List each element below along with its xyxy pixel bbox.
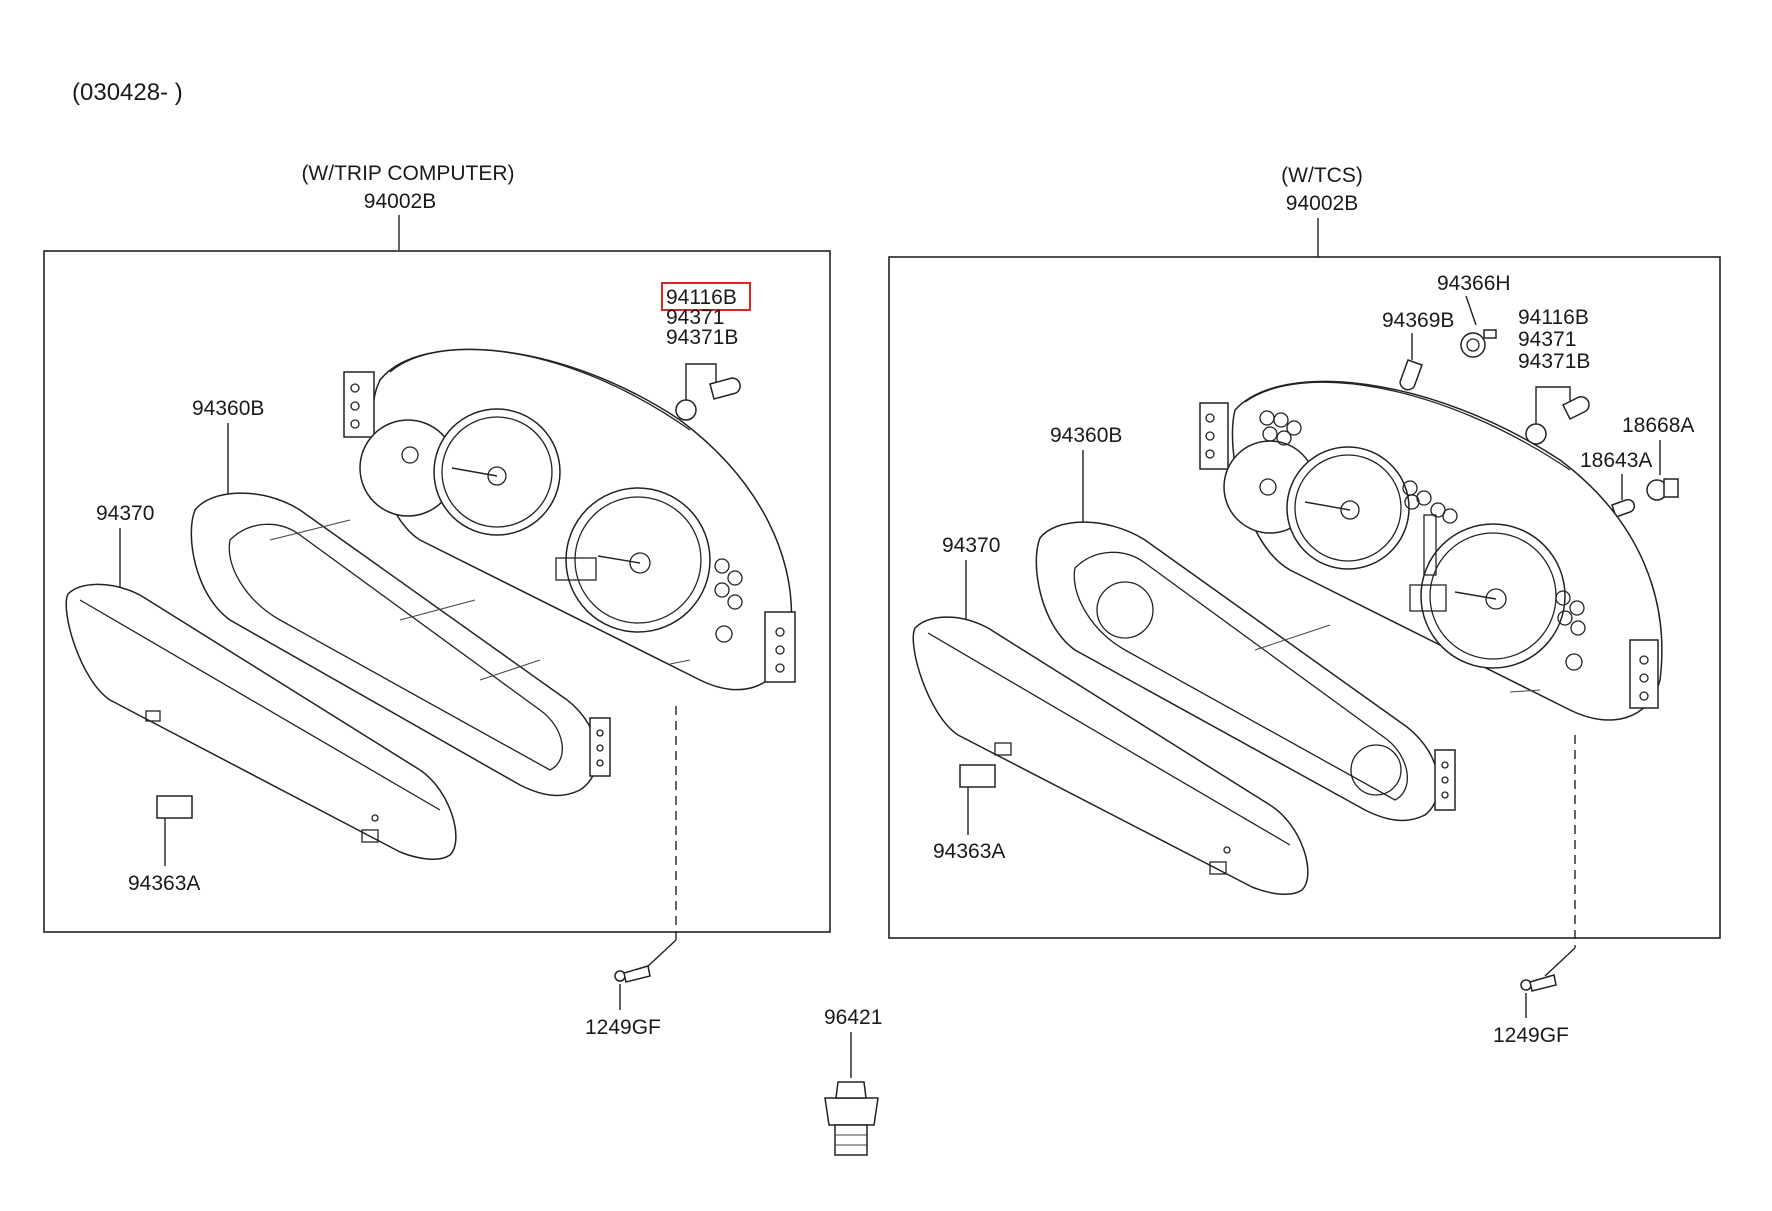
- left-variant-label: (W/TRIP COMPUTER): [301, 162, 514, 185]
- right-assembly: (W/TCS) 94002B 94366H 94369B 94116B 9437…: [888, 164, 1721, 1047]
- right-variant-label: (W/TCS): [1281, 164, 1363, 187]
- right-gauge-tacho: [1420, 523, 1566, 669]
- left-part-94370[interactable]: 94370: [96, 502, 154, 525]
- highlight-box: [661, 282, 751, 311]
- right-assembly-frame: [888, 256, 1721, 939]
- screw-icon: [1520, 974, 1557, 992]
- bulb-icon: [1611, 498, 1636, 518]
- left-part-94371[interactable]: 94371: [666, 306, 724, 329]
- right-part-94371b[interactable]: 94371B: [1518, 350, 1590, 373]
- right-part-94360b[interactable]: 94360B: [1050, 424, 1122, 447]
- screw-icon: [614, 965, 651, 983]
- left-part-94371b[interactable]: 94371B: [666, 326, 738, 349]
- left-assembly-number: 94002B: [364, 190, 436, 213]
- right-case: [1035, 521, 1456, 822]
- date-code: (030428- ): [72, 79, 183, 106]
- right-part-94366h[interactable]: 94366H: [1437, 272, 1511, 295]
- right-lens: [912, 616, 1309, 895]
- holder-icon: [1460, 329, 1497, 358]
- sensor-assembly: 96421: [824, 1006, 882, 1156]
- right-part-94369b[interactable]: 94369B: [1382, 309, 1454, 332]
- socket-icon: [1646, 478, 1679, 501]
- right-part-18668a[interactable]: 18668A: [1622, 414, 1694, 437]
- right-gauge-speedo: [1286, 446, 1410, 570]
- bulb-icon: [675, 377, 741, 421]
- bulb-icon: [1525, 395, 1590, 445]
- right-part-94363a[interactable]: 94363A: [933, 840, 1005, 863]
- left-plate: [156, 795, 193, 819]
- left-cluster-body: [343, 348, 796, 691]
- bulb-icon: [1399, 359, 1423, 391]
- left-part-94116b[interactable]: 94116B: [666, 286, 737, 309]
- right-assembly-number: 94002B: [1286, 192, 1358, 215]
- left-assembly-frame: [43, 250, 831, 933]
- right-plate: [959, 764, 996, 788]
- right-part-94371[interactable]: 94371: [1518, 328, 1576, 351]
- right-cluster-body: [1199, 380, 1663, 721]
- sensor-part-96421[interactable]: 96421: [824, 1006, 882, 1029]
- left-part-94363a[interactable]: 94363A: [128, 872, 200, 895]
- left-part-1249gf[interactable]: 1249GF: [585, 1016, 661, 1039]
- right-part-18643a[interactable]: 18643A: [1580, 449, 1652, 472]
- left-gauge-speedo: [433, 408, 561, 536]
- left-case: [190, 492, 611, 797]
- right-part-94116b[interactable]: 94116B: [1518, 306, 1589, 329]
- left-gauge-tacho: [565, 487, 711, 633]
- left-part-94360b[interactable]: 94360B: [192, 397, 264, 420]
- sensor-icon: [824, 1081, 879, 1156]
- right-part-94370[interactable]: 94370: [942, 534, 1000, 557]
- right-part-1249gf[interactable]: 1249GF: [1493, 1024, 1569, 1047]
- left-lens: [65, 583, 457, 860]
- left-assembly: (W/TRIP COMPUTER) 94002B 94116B 94371 94…: [43, 162, 831, 1039]
